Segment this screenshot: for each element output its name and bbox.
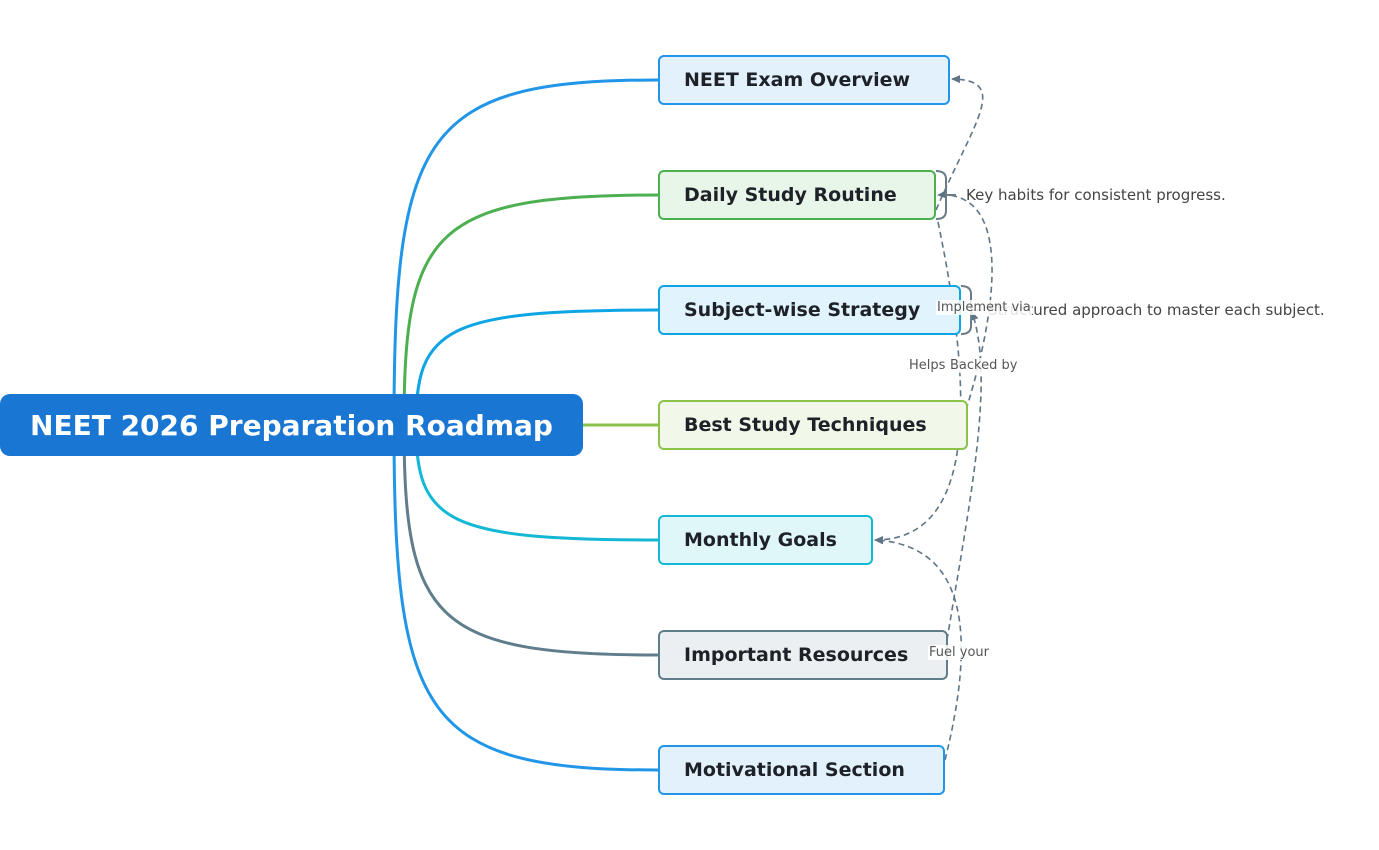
connector-5 <box>402 424 659 657</box>
branch-connectors <box>392 78 659 772</box>
relationship-label-implement-via[interactable]: Implement via <box>936 300 1032 315</box>
connector-1 <box>402 193 659 426</box>
connector-6 <box>392 424 659 772</box>
central-topic[interactable]: NEET 2026 Preparation Roadmap <box>0 394 583 456</box>
branch-neet-exam-overview[interactable]: NEET Exam Overview <box>658 55 950 105</box>
branch-subject-wise-strategy[interactable]: Subject-wise Strategy <box>658 285 961 335</box>
relationship-line-0 <box>935 75 984 211</box>
branch-monthly-goals[interactable]: Monthly Goals <box>658 515 873 565</box>
connector-0 <box>392 78 659 426</box>
relationship-line-3 <box>946 311 982 641</box>
summary-subject-strategy[interactable]: Structured approach to master each subje… <box>988 301 1325 319</box>
branch-important-resources[interactable]: Important Resources <box>658 630 948 680</box>
branch-daily-study-routine[interactable]: Daily Study Routine <box>658 170 936 220</box>
connector-2 <box>414 308 659 426</box>
branch-motivational-section[interactable]: Motivational Section <box>658 745 945 795</box>
relationship-line-2 <box>874 221 962 544</box>
relationship-label-backed-by[interactable]: Backed by <box>949 358 1019 373</box>
branch-best-study-techniques[interactable]: Best Study Techniques <box>658 400 968 450</box>
relationship-line-4 <box>874 536 963 761</box>
summary-daily-routine[interactable]: Key habits for consistent progress. <box>966 186 1226 204</box>
connector-4 <box>414 424 659 542</box>
summary-bracket-0 <box>935 170 956 220</box>
relationship-label-fuel-your[interactable]: Fuel your <box>928 645 990 660</box>
relationship-label-helps[interactable]: Helps <box>908 358 947 373</box>
